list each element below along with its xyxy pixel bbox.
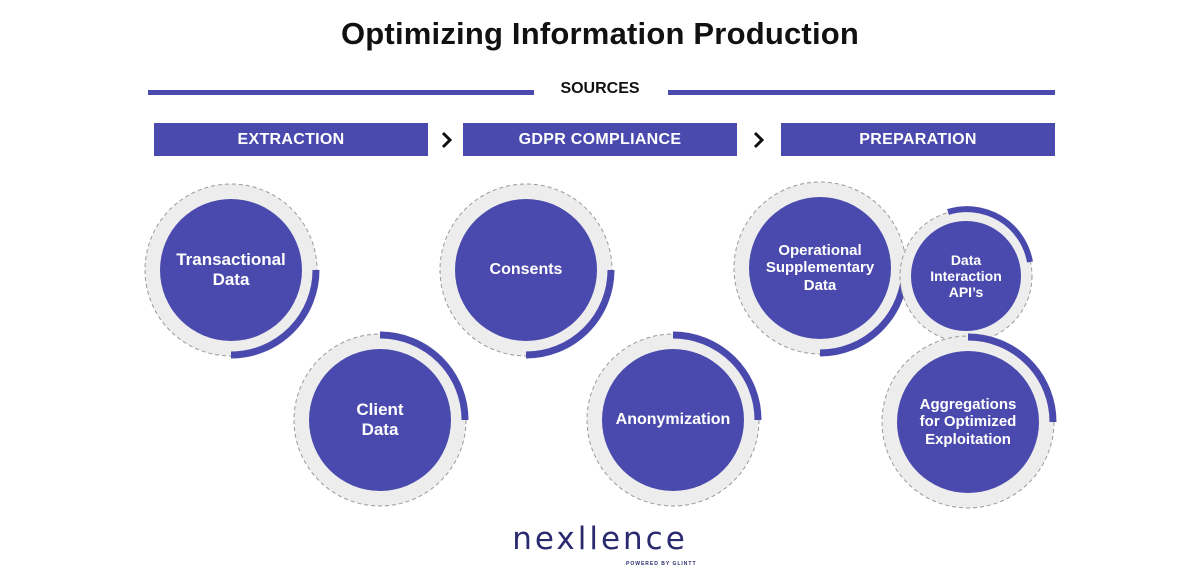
stage-extraction: EXTRACTION	[154, 123, 428, 156]
chevron-right-icon	[441, 131, 453, 149]
stage-preparation: PREPARATION	[781, 123, 1055, 156]
node-label: Consents	[489, 260, 563, 278]
sources-line-right	[668, 90, 1055, 95]
node-ring	[293, 331, 469, 507]
node-label: Anonymization	[615, 410, 731, 428]
page-title: Optimizing Information Production	[340, 16, 860, 51]
node-anonymization: Anonymization	[585, 331, 765, 512]
node-ring	[899, 206, 1033, 343]
sources-label: SOURCES	[560, 80, 640, 97]
sources-line-left	[148, 90, 534, 95]
node-ring	[439, 183, 615, 359]
node-consents: Consents	[438, 182, 618, 362]
node-ring	[586, 331, 762, 507]
chevron-right-icon	[753, 131, 765, 149]
brand-logo: nexllence POWERED BY GLINTT	[400, 521, 800, 567]
node-ring	[144, 183, 320, 359]
stage-gdpr-compliance: GDPR COMPLIANCE	[463, 123, 737, 156]
brand-tagline: POWERED BY GLINTT	[626, 561, 697, 567]
node-ring	[733, 181, 909, 357]
node-ring	[881, 333, 1057, 509]
brand-wordmark: nexllence	[512, 521, 688, 557]
